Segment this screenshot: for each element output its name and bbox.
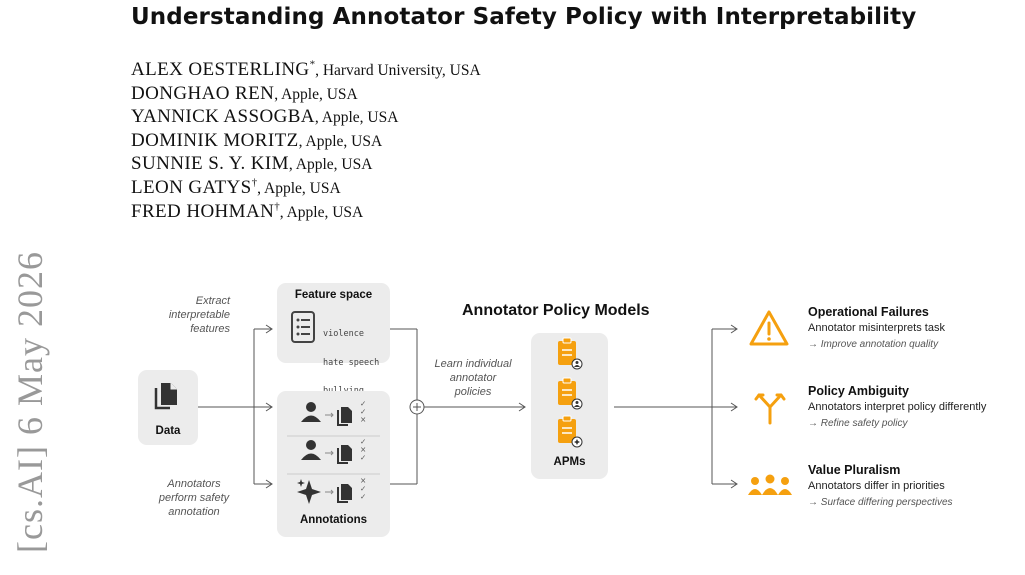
sparkle-icon [297, 479, 321, 504]
feature-item: violence [323, 329, 364, 339]
author: DONGHAO REN, Apple, USA [131, 82, 358, 104]
annotations-graphic [287, 402, 380, 504]
apm-clipboards [558, 337, 583, 448]
annotation-marks: ×✓✓ [360, 476, 367, 501]
person-icon [301, 440, 321, 460]
document-list-icon [291, 311, 315, 343]
feature-space-title: Feature space [294, 289, 373, 301]
data-label: Data [155, 425, 181, 437]
apm-title: Annotator Policy Models [462, 302, 650, 319]
outcome-title: Operational Failures [808, 305, 929, 319]
annotation-marks: ✓✓× [360, 399, 367, 424]
author: DOMINIK MORITZ, Apple, USA [131, 129, 383, 151]
clipboard-icon [558, 337, 583, 370]
outcome-desc: Annotator misinterprets task [808, 322, 945, 334]
author-list: ALEX OESTERLING*, Harvard University, US… [131, 58, 481, 223]
annotations-card [277, 391, 390, 537]
person-icon [301, 402, 321, 422]
outcome-desc: Annotators interpret policy differently [808, 401, 987, 413]
author: YANNICK ASSOGBA, Apple, USA [131, 106, 399, 128]
outcome-action: → Refine safety policy [808, 418, 908, 429]
author: FRED HOHMAN†, Apple, USA [131, 200, 364, 222]
clipboard-icon [558, 415, 583, 448]
clipboard-icon [558, 377, 583, 410]
outcome-title: Policy Ambiguity [808, 384, 909, 398]
author: LEON GATYS†, Apple, USA [131, 176, 341, 198]
feature-space-card [277, 283, 390, 363]
author: SUNNIE S. Y. KIM, Apple, USA [131, 153, 373, 175]
outcome-desc: Annotators differ in priorities [808, 480, 945, 492]
feature-item: hate speech [323, 357, 380, 368]
annotation-marks: ✓×✓ [360, 437, 367, 462]
apm-label: APMs [553, 456, 586, 468]
fork-icon [754, 393, 786, 425]
outcome-action: → Surface differing perspectives [808, 497, 953, 508]
people-icon [748, 474, 792, 495]
warning-icon [749, 310, 789, 346]
documents-icon [154, 383, 177, 410]
outcome-action: → Improve annotation quality [808, 339, 939, 350]
outcome-title: Value Pluralism [808, 463, 901, 477]
author: ALEX OESTERLING*, Harvard University, US… [131, 58, 481, 80]
annotations-title: Annotations [299, 514, 368, 526]
paper-title: Understanding Annotator Safety Policy wi… [131, 4, 917, 30]
